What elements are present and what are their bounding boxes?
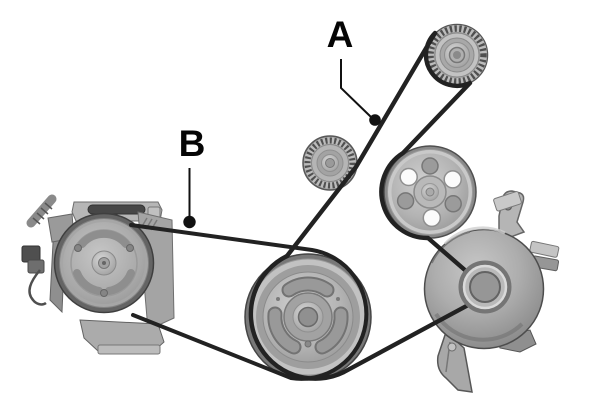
label-a-leader-line (340, 59, 372, 118)
ac-compressor (21, 194, 175, 355)
tensioner-teeth (304, 137, 356, 189)
idler-teeth (427, 25, 487, 85)
alternator-bottom-leg (436, 330, 473, 393)
ring-bore (469, 271, 501, 303)
alternator-arm-tab (493, 191, 522, 212)
clutch-lobe-2 (105, 269, 135, 295)
tensioner-pulley (302, 135, 358, 191)
idler-pulley (425, 23, 489, 87)
wp-hole-gray-1 (421, 157, 439, 175)
label-a-dot (369, 114, 381, 126)
crank-dot-1 (276, 297, 280, 301)
label-a: A (327, 14, 381, 126)
alternator-bottom-shadow (434, 312, 524, 342)
wp-hole-gray-3 (396, 192, 415, 210)
wp-hole-white-2 (443, 170, 462, 189)
compressor-port-block-2 (27, 259, 45, 274)
drive-belt-b (129, 223, 369, 381)
compressor-foot-plate (97, 344, 161, 355)
clutch-center-dot (102, 261, 106, 265)
compressor-wire (28, 269, 47, 306)
drive-belt-a (248, 30, 475, 381)
water-pump-pulley (383, 145, 477, 239)
label-b: B (179, 123, 206, 229)
crank-slot-left (269, 308, 300, 353)
wp-hole-white-1 (399, 167, 418, 187)
crankshaft-pulley (244, 253, 372, 381)
crank-dot-2 (336, 297, 340, 301)
wp-center (425, 187, 435, 197)
label-b-dot (183, 215, 196, 229)
crank-slot-top (283, 278, 333, 296)
wp-hole-white-3 (422, 208, 442, 228)
clutch-lobe-3 (73, 269, 103, 295)
compressor-clutch-pulley (53, 212, 155, 314)
alternator-leg-bolt (447, 342, 457, 352)
clutch-bolt-2 (126, 244, 134, 252)
alternator-right-tab-upper (529, 240, 560, 258)
tensioner-center (325, 158, 335, 168)
label-a-text: A (327, 14, 354, 55)
alternator-pulley-ring (458, 260, 512, 314)
clutch-bolt-3 (100, 289, 108, 297)
alternator-seam (431, 231, 471, 264)
clutch-bolt-1 (74, 244, 82, 252)
label-b-text: B (179, 123, 206, 164)
clutch-lobe-1 (78, 229, 130, 248)
idler-center (453, 51, 461, 59)
belt-b-path (129, 223, 369, 381)
belt-a-lower-path (248, 253, 475, 381)
compressor-bracket-slot (87, 204, 146, 215)
compressor-hose-ribs (32, 202, 53, 225)
ring-shadow (458, 260, 512, 314)
wp-hole-gray-2 (444, 195, 462, 213)
alternator-highlight (443, 226, 506, 246)
crank-center-bolt (297, 306, 319, 328)
crank-small-hole (304, 340, 312, 348)
crank-slot-right (316, 308, 347, 353)
belt-a-upper-path (284, 30, 473, 274)
